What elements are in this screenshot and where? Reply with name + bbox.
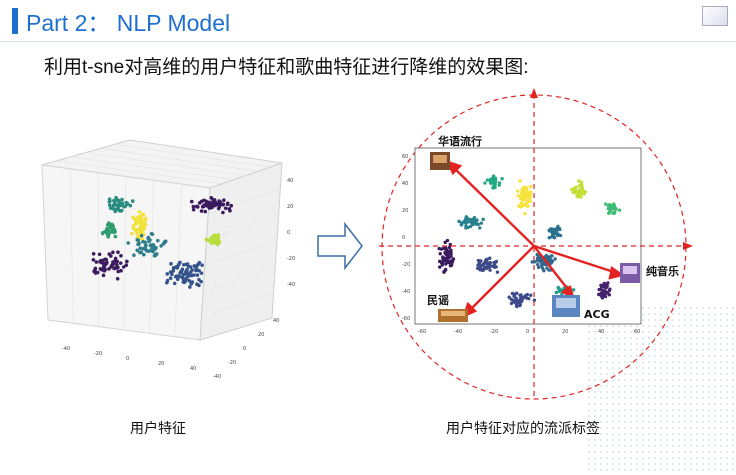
svg-text:20: 20 xyxy=(258,332,264,338)
page-title: Part 2： NLP Model xyxy=(26,10,231,36)
svg-text:-40: -40 xyxy=(402,289,410,295)
genre-thumbnail-instrumental xyxy=(620,263,640,283)
svg-text:20: 20 xyxy=(287,204,293,210)
right-plot-caption: 用户特征对应的流派标签 xyxy=(446,420,600,436)
left-3d-plot: -40 -20 0 20 40 -40 -20 0 20 40 40 20 0 -20 -40 xyxy=(41,139,295,380)
svg-text:0: 0 xyxy=(243,346,246,352)
title-accent-bar xyxy=(12,8,18,34)
svg-text:20: 20 xyxy=(562,329,568,335)
title-divider xyxy=(0,41,736,42)
genre-thumbnail-pop xyxy=(430,152,450,170)
svg-text:40: 40 xyxy=(190,366,196,372)
svg-text:0: 0 xyxy=(126,356,129,362)
svg-text:40: 40 xyxy=(273,318,279,324)
svg-text:-20: -20 xyxy=(228,360,236,366)
svg-text:-20: -20 xyxy=(94,351,102,357)
genre-thumbnail-folk xyxy=(438,309,468,322)
svg-text:-60: -60 xyxy=(402,316,410,322)
svg-text:-40: -40 xyxy=(454,329,462,335)
svg-text:-40: -40 xyxy=(62,346,70,352)
genre-label-pop: 华语流行 xyxy=(438,134,482,148)
svg-text:40: 40 xyxy=(402,181,408,187)
svg-text:-40: -40 xyxy=(213,374,221,380)
genre-label-acg: ACG xyxy=(584,308,610,321)
svg-text:60: 60 xyxy=(634,329,640,335)
svg-text:0: 0 xyxy=(287,230,290,236)
svg-text:0: 0 xyxy=(526,329,529,335)
genre-label-instrumental: 纯音乐 xyxy=(646,264,679,278)
svg-text:-40: -40 xyxy=(287,282,295,288)
genre-thumbnail-acg xyxy=(552,295,580,317)
svg-text:20: 20 xyxy=(158,361,164,367)
svg-text:40: 40 xyxy=(598,329,604,335)
genre-label-folk: 民谣 xyxy=(427,293,449,307)
dot-pattern-decoration xyxy=(586,305,736,475)
logo-icon xyxy=(702,6,728,26)
left-plot-caption: 用户特征 xyxy=(130,420,186,436)
svg-text:20: 20 xyxy=(402,208,408,214)
svg-text:-20: -20 xyxy=(490,329,498,335)
svg-text:-20: -20 xyxy=(402,262,410,268)
transform-arrow-icon xyxy=(317,221,363,271)
svg-text:-60: -60 xyxy=(418,329,426,335)
svg-text:0: 0 xyxy=(402,235,405,241)
svg-text:-20: -20 xyxy=(287,256,295,262)
slide-subtitle: 利用t-sne对高维的用户特征和歌曲特征进行降维的效果图: xyxy=(44,57,529,78)
svg-text:60: 60 xyxy=(402,154,408,160)
svg-text:40: 40 xyxy=(287,178,293,184)
right-tsne-plot: -60 -40 -20 0 20 40 60 60 40 20 0 -20 -40 -60 华语流行 纯音… xyxy=(379,88,693,400)
